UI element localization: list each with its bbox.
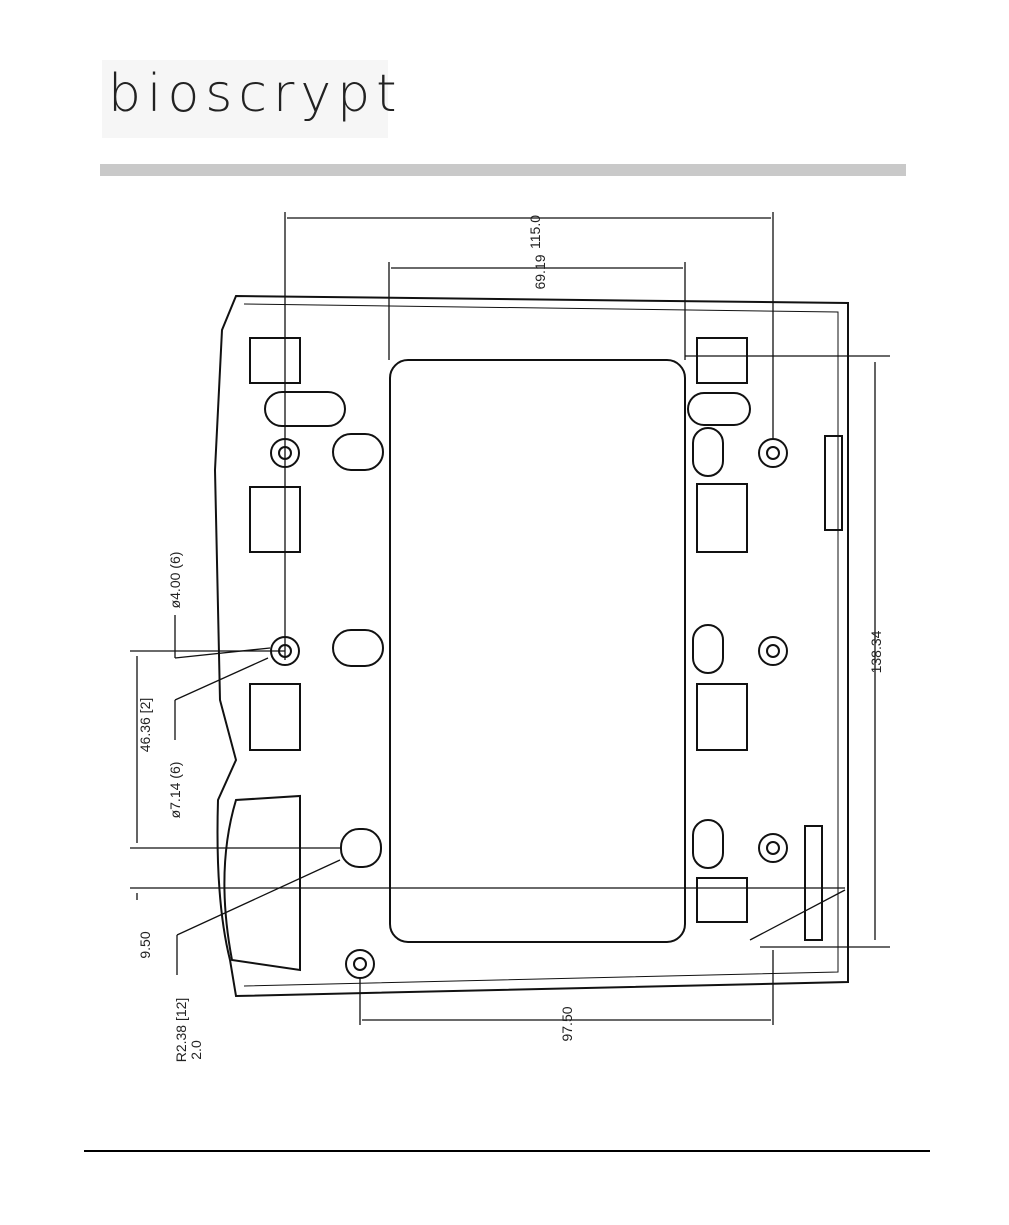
- dim-hole-diameter: ø4.00 (6): [167, 552, 183, 609]
- cutout: [697, 878, 747, 922]
- cutout: [697, 484, 747, 552]
- footer-rule: [84, 1150, 930, 1152]
- dim-pad-width: 69.19: [532, 254, 548, 289]
- slot: [265, 392, 345, 426]
- dim-radius-depth: 2.0: [188, 1040, 204, 1060]
- dim-edge-offset: 9.50: [137, 931, 153, 958]
- slot: [688, 393, 750, 425]
- dim-spacing: 46.36 [2]: [137, 698, 153, 753]
- dim-counterbore-diameter: ø7.14 (6): [167, 762, 183, 819]
- slot: [341, 829, 381, 867]
- latch: [805, 826, 822, 940]
- cutout: [697, 338, 747, 383]
- slot: [333, 630, 383, 666]
- cutout: [250, 684, 300, 750]
- slot: [693, 428, 723, 476]
- dim-height: 138.34: [868, 630, 884, 673]
- cutout: [250, 338, 300, 383]
- slot: [333, 434, 383, 470]
- slot: [693, 820, 723, 868]
- slot: [693, 625, 723, 673]
- dim-bottom-width: 97.50: [559, 1006, 575, 1041]
- dim-overall-width: 115.0: [527, 215, 543, 249]
- cutout: [697, 684, 747, 750]
- cutout: [250, 487, 300, 552]
- dim-radius: R2.38 [12]: [173, 998, 189, 1063]
- center-pad: [390, 360, 685, 942]
- latch: [825, 436, 842, 530]
- housing-outline: [215, 296, 848, 996]
- hole-group: [271, 439, 787, 978]
